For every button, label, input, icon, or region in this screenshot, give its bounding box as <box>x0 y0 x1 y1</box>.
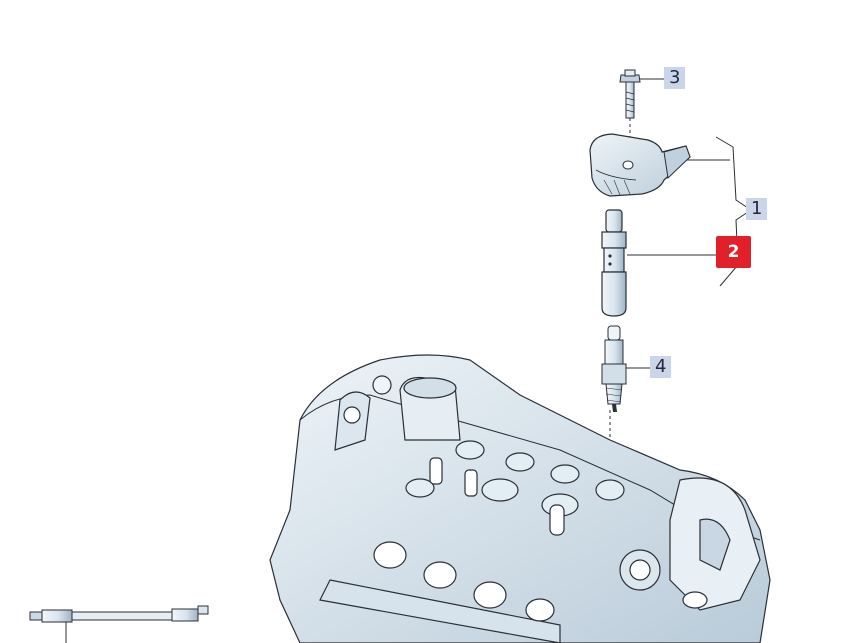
cylinder-head <box>269 354 771 643</box>
callout-1[interactable]: 1 <box>746 198 768 220</box>
callout-4[interactable]: 4 <box>650 356 672 378</box>
callout-2-highlighted[interactable]: 2 <box>716 236 751 268</box>
spark-plug-part[interactable] <box>601 325 627 412</box>
ignition-coil-connector-part[interactable] <box>589 133 691 197</box>
callout-3[interactable]: 3 <box>664 67 686 89</box>
ignition-coil-part[interactable] <box>601 209 627 317</box>
glow-plug-part[interactable] <box>29 605 209 623</box>
bolt-part[interactable] <box>619 69 641 119</box>
